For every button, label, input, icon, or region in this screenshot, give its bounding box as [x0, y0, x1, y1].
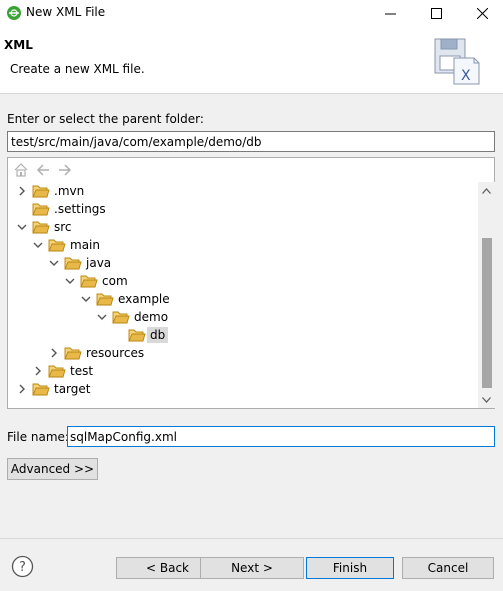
folder-icon: [48, 239, 66, 252]
parent-folder-input[interactable]: [7, 131, 495, 152]
close-button[interactable]: [459, 0, 503, 26]
back-arrow-icon[interactable]: [35, 162, 51, 178]
tree-item-label: db: [147, 327, 169, 343]
home-icon[interactable]: [13, 162, 29, 178]
chevron-down-icon[interactable]: [80, 293, 92, 305]
tree-item-label: test: [70, 364, 94, 378]
back-button[interactable]: < Back: [116, 557, 219, 579]
close-icon: [476, 7, 488, 19]
tree-item-label: java: [86, 256, 112, 270]
tree-item-resources[interactable]: resources: [8, 344, 477, 362]
chevron-right-icon[interactable]: [16, 185, 28, 197]
chevron-down-icon[interactable]: [16, 221, 28, 233]
folder-icon: [32, 383, 50, 396]
chevron-down-icon: [482, 396, 491, 403]
tree-item-label: main: [70, 238, 100, 252]
xml-file-wizard-icon: X: [434, 38, 480, 85]
chevron-down-icon[interactable]: [48, 257, 60, 269]
tree-item-com[interactable]: com: [8, 272, 477, 290]
folder-icon: [32, 203, 50, 216]
parent-folder-label: Enter or select the parent folder:: [7, 112, 204, 126]
chevron-down-icon[interactable]: [64, 275, 76, 287]
wizard-title: XML: [4, 38, 33, 52]
chevron-up-icon: [482, 187, 491, 194]
next-button[interactable]: Next >: [200, 557, 304, 579]
maximize-icon: [430, 7, 442, 19]
folder-icon: [128, 329, 146, 342]
chevron-right-icon[interactable]: [16, 383, 28, 395]
scroll-down-button[interactable]: [478, 391, 495, 408]
folder-icon: [48, 365, 66, 378]
tree-list: .mvn .settings src main java com example demo db…: [8, 182, 477, 408]
minimize-icon: [384, 13, 396, 14]
tree-item-mvn[interactable]: .mvn: [8, 182, 477, 200]
folder-icon: [80, 275, 98, 288]
folder-icon: [32, 221, 50, 234]
tree-item-settings[interactable]: .settings: [8, 200, 477, 218]
tree-item-java[interactable]: java: [8, 254, 477, 272]
tree-item-label: target: [54, 382, 91, 396]
chevron-down-icon[interactable]: [32, 239, 44, 251]
chevron-right-icon[interactable]: [32, 365, 44, 377]
folder-icon: [112, 311, 130, 324]
tree-item-db[interactable]: db: [8, 326, 477, 344]
tree-item-label: .settings: [54, 202, 106, 216]
wizard-header: XML Create a new XML file. X: [0, 26, 503, 94]
footer-separator: [0, 538, 503, 539]
folder-icon: [64, 347, 82, 360]
tree-item-main[interactable]: main: [8, 236, 477, 254]
cancel-button[interactable]: Cancel: [402, 557, 494, 579]
finish-button[interactable]: Finish: [306, 557, 394, 579]
tree-item-label: example: [118, 292, 170, 306]
scroll-thumb[interactable]: [482, 238, 492, 388]
eclipse-icon: [7, 6, 21, 20]
tree-item-test[interactable]: test: [8, 362, 477, 380]
help-icon[interactable]: ?: [11, 555, 34, 578]
window-title: New XML File: [26, 5, 106, 19]
tree-toolbar: [8, 158, 494, 182]
tree-scrollbar[interactable]: [478, 182, 495, 408]
tree-item-label: com: [102, 274, 128, 288]
folder-icon: [96, 293, 114, 306]
wizard-description: Create a new XML file.: [10, 62, 145, 76]
tree-item-label: demo: [134, 310, 169, 324]
chevron-down-icon[interactable]: [96, 311, 108, 323]
folder-tree[interactable]: .mvn .settings src main java com example demo db…: [7, 157, 495, 409]
scroll-up-button[interactable]: [478, 182, 495, 199]
tree-item-demo[interactable]: demo: [8, 308, 477, 326]
tree-item-label: resources: [86, 346, 145, 360]
svg-text:X: X: [461, 68, 471, 84]
tree-item-label: .mvn: [54, 184, 85, 198]
title-bar: New XML File: [0, 0, 503, 26]
maximize-button[interactable]: [413, 0, 459, 26]
tree-item-src[interactable]: src: [8, 218, 477, 236]
minimize-button[interactable]: [367, 0, 413, 26]
advanced-button[interactable]: Advanced >>: [7, 458, 98, 480]
svg-text:?: ?: [19, 560, 26, 575]
file-name-input[interactable]: [67, 426, 495, 447]
tree-item-example[interactable]: example: [8, 290, 477, 308]
tree-item-target[interactable]: target: [8, 380, 477, 398]
folder-icon: [32, 185, 50, 198]
tree-item-label: src: [54, 220, 72, 234]
file-name-label: File name:: [7, 430, 69, 444]
folder-icon: [64, 257, 82, 270]
chevron-right-icon[interactable]: [48, 347, 60, 359]
forward-arrow-icon[interactable]: [57, 162, 73, 178]
